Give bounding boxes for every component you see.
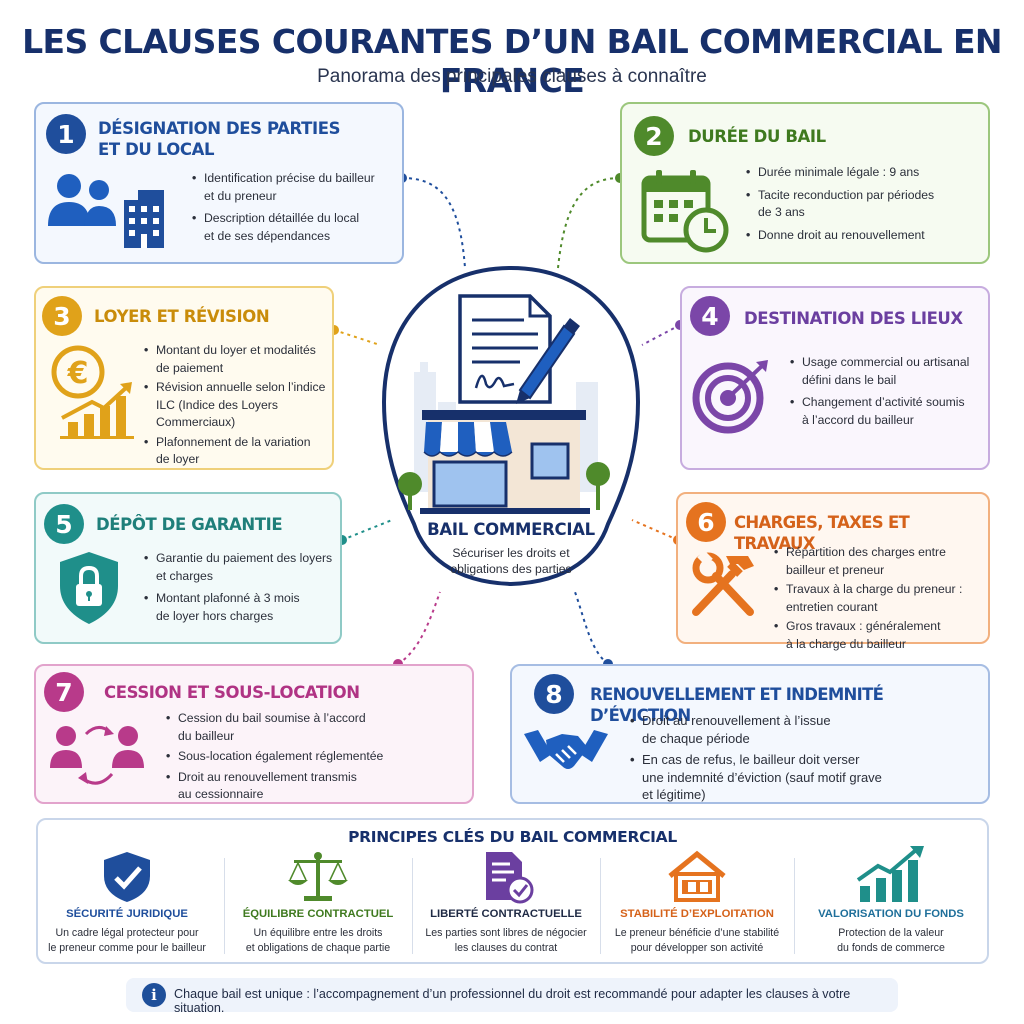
page-title: LES CLAUSES COURANTES D’UN BAIL COMMERCI… <box>22 22 1002 100</box>
connector-4 <box>641 324 681 346</box>
principles-panel: PRINCIPES CLÉS DU BAIL COMMERCIAL SÉCURI… <box>36 818 989 964</box>
connector-5 <box>341 519 393 541</box>
card-renouvellement: 8 RENOUVELLEMENT ET INDEMNITÉ D’ÉVICTION… <box>510 664 990 804</box>
card-number: 7 <box>44 672 84 712</box>
card-number: 6 <box>686 502 726 542</box>
people-building-icon <box>48 174 164 248</box>
principle-valorisation: VALORISATION DU FONDS Protection de la v… <box>798 846 984 958</box>
principle-stabilite: STABILITÉ D’EXPLOITATION Le preneur béné… <box>604 850 790 958</box>
house-icon <box>668 850 726 902</box>
tools-icon <box>692 550 754 616</box>
card-bullets: Durée minimale légale : 9 ans Tacite rec… <box>746 164 986 249</box>
center-hub: BAIL COMMERCIAL Sécuriser les droits et … <box>380 262 642 592</box>
bullet: Travaux à la charge du preneur :entretie… <box>774 581 988 616</box>
card-number: 3 <box>42 296 82 336</box>
principle-equilibre: ÉQUILIBRE CONTRACTUEL Un équilibre entre… <box>228 850 408 958</box>
center-line1: Sécuriser les droits et <box>452 546 570 560</box>
calendar-clock-icon <box>641 170 729 253</box>
bullet: Donne droit au renouvellement <box>746 227 986 245</box>
card-loyer: 3 LOYER ET RÉVISION € Montant du loyer e… <box>34 286 334 470</box>
shop-icon <box>398 410 610 514</box>
card-number: 8 <box>534 674 574 714</box>
card-number: 4 <box>690 296 730 336</box>
shield-lock-icon <box>60 552 118 624</box>
connector-7 <box>397 591 441 665</box>
connector-6 <box>631 519 679 541</box>
card-title: DURÉE DU BAIL <box>688 127 826 146</box>
card-title: DESTINATION DES LIEUX <box>744 309 963 328</box>
shield-check-icon <box>104 852 150 902</box>
growth-chart-icon <box>856 846 924 902</box>
bullet: En cas de refus, le bailleur doit verser… <box>630 751 984 804</box>
card-number: 1 <box>46 114 86 154</box>
card-destination: 4 DESTINATION DES LIEUX Usage commercial… <box>680 286 990 470</box>
bullet: Durée minimale légale : 9 ans <box>746 164 986 182</box>
transfer-people-icon <box>50 726 144 785</box>
card-number: 5 <box>44 504 84 544</box>
document-check-icon <box>486 852 534 904</box>
card-duree: 2 DURÉE DU BAIL Durée minimale légale : … <box>620 102 990 264</box>
info-note: i Chaque bail est unique : l’accompagnem… <box>126 978 898 1015</box>
info-icon: i <box>142 983 166 1007</box>
euro-growth-icon: € <box>51 345 134 439</box>
center-title: BAIL COMMERCIAL <box>427 520 595 539</box>
card-title: CESSION ET SOUS-LOCATION <box>104 683 360 702</box>
principle-securite: SÉCURITÉ JURIDIQUE Un cadre légal protec… <box>38 850 216 958</box>
page-subtitle: Panorama des principales clauses à conna… <box>317 66 707 87</box>
info-note-text: Chaque bail est unique : l’accompagnemen… <box>174 987 851 1015</box>
scales-icon <box>288 852 348 901</box>
card-title: DÉPÔT DE GARANTIE <box>96 515 283 534</box>
connector-3 <box>333 329 381 346</box>
principles-title: PRINCIPES CLÉS DU BAIL COMMERCIAL <box>348 828 677 846</box>
bullet: Sous-location également réglementée <box>166 748 470 766</box>
card-title: LOYER ET RÉVISION <box>94 307 270 326</box>
handshake-icon <box>524 730 608 769</box>
card-depot: 5 DÉPÔT DE GARANTIE Garantie du paiement… <box>34 492 342 644</box>
connector-2 <box>557 177 621 269</box>
svg-text:€: € <box>67 356 89 391</box>
connector-8 <box>574 591 609 665</box>
pen-icon <box>516 318 580 404</box>
card-cession: 7 CESSION ET SOUS-LOCATION Cession du ba… <box>34 664 474 804</box>
card-number: 2 <box>634 116 674 156</box>
target-icon <box>692 360 768 434</box>
principle-liberte: LIBERTÉ CONTRACTUELLE Les parties sont l… <box>416 850 596 958</box>
connector-1 <box>401 177 466 269</box>
card-charges: 6 CHARGES, TAXES ET TRAVAUX Répartition … <box>676 492 990 651</box>
center-illustration <box>381 265 641 587</box>
center-line2: obligations des parties <box>450 562 572 576</box>
